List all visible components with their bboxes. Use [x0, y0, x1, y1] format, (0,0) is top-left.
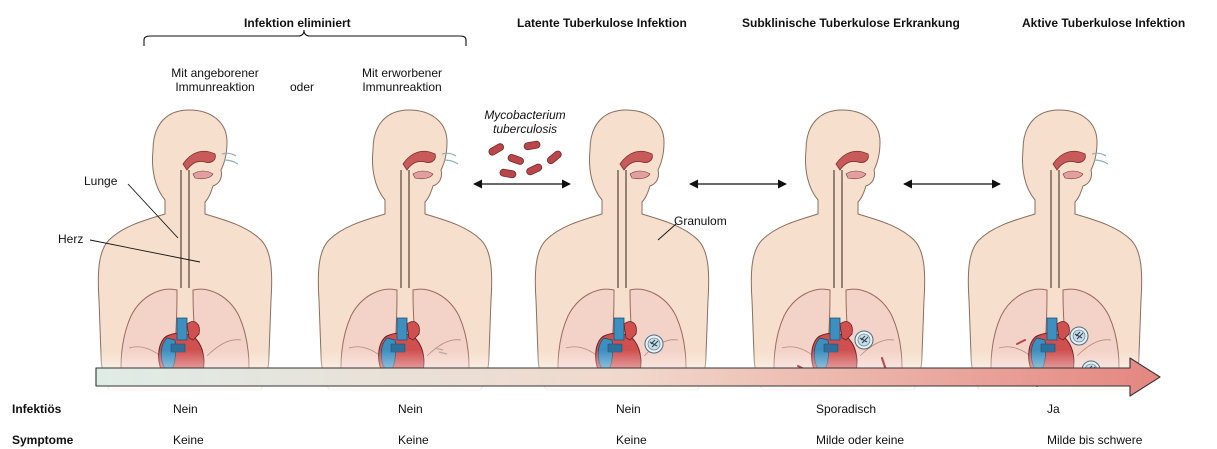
symptoms-value-3: Keine [616, 433, 647, 447]
bacteria-label-line-1: Mycobacterium [470, 108, 580, 122]
figure-innate [85, 110, 285, 394]
row-label-infectious: Infektiös [12, 402, 61, 416]
figure-acquired [305, 110, 505, 394]
header-active: Aktive Tuberkulose Infektion [1022, 16, 1185, 30]
infectious-value-3: Nein [616, 402, 641, 416]
subheader-innate-line-1: Mit angeborener [160, 66, 270, 80]
symptoms-value-2: Keine [398, 433, 429, 447]
subheader-acquired-line-2: Immunreaktion [352, 80, 452, 94]
infectious-value-2: Nein [398, 402, 423, 416]
symptoms-value-4: Milde oder keine [816, 433, 904, 447]
row-label-symptoms: Symptome [12, 433, 73, 447]
figure-active [955, 110, 1155, 394]
label-lung: Lunge [84, 174, 117, 188]
infectious-value-5: Ja [1047, 402, 1060, 416]
bacteria-cluster [488, 141, 563, 179]
infectious-value-1: Nein [173, 402, 198, 416]
eliminated-bracket [144, 30, 466, 46]
header-latent: Latente Tuberkulose Infektion [517, 16, 687, 30]
bacteria-label: Mycobacterium tuberculosis [470, 108, 580, 136]
figure-latent [522, 110, 722, 394]
symptoms-value-5: Milde bis schwere [1047, 433, 1142, 447]
header-subclinical: Subklinische Tuberkulose Erkrankung [742, 16, 960, 30]
symptoms-value-1: Keine [173, 433, 204, 447]
subheader-innate: Mit angeborener Immunreaktion [160, 66, 270, 94]
subheader-or: oder [290, 80, 314, 94]
subheader-innate-line-2: Immunreaktion [160, 80, 270, 94]
label-granuloma: Granulom [674, 214, 727, 228]
figure-subclinical [738, 110, 938, 394]
bacteria-label-line-2: tuberculosis [470, 122, 580, 136]
label-heart: Herz [58, 232, 83, 246]
infectious-value-4: Sporadisch [816, 402, 876, 416]
breath-marks [222, 153, 1108, 164]
subheader-acquired: Mit erworbener Immunreaktion [352, 66, 452, 94]
subheader-acquired-line-1: Mit erworbener [352, 66, 452, 80]
header-eliminated: Infektion eliminiert [244, 16, 351, 30]
